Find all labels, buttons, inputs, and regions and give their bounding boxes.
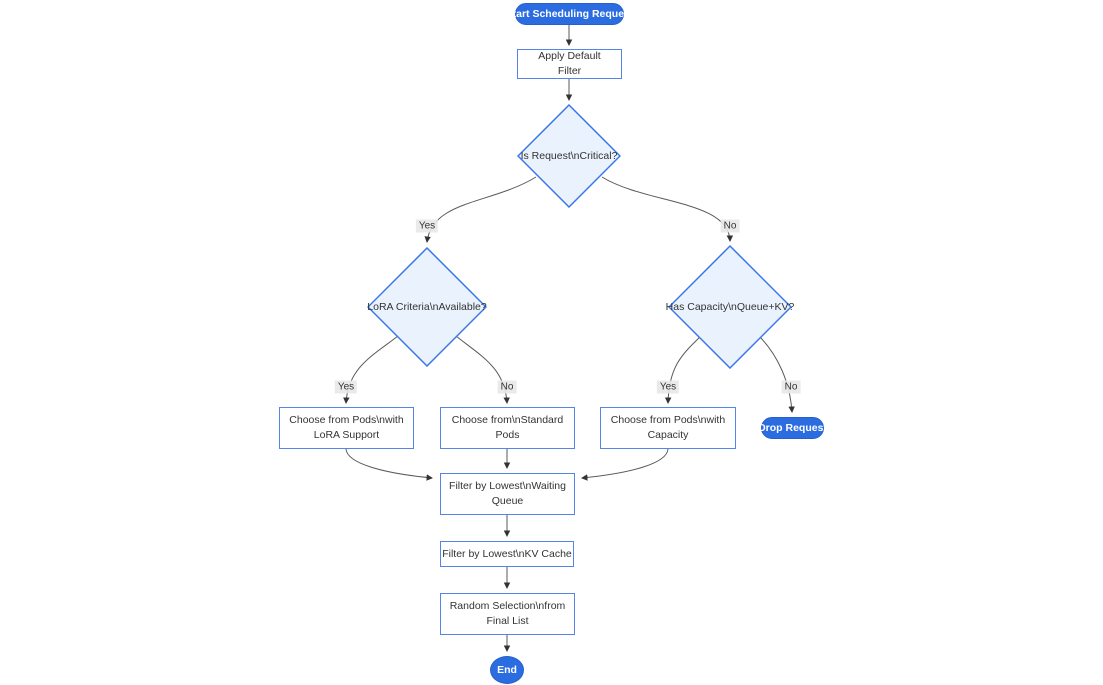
edge-choose-capacity-to-filter-waiting	[581, 448, 669, 481]
diamond-shape	[517, 104, 621, 208]
edge-critical-no-to-capacity	[601, 176, 734, 242]
node-has-capacity-label: Has Capacity\nQueue+KV?	[665, 300, 795, 313]
node-choose-standard-pods: Choose from\nStandard Pods	[440, 407, 575, 449]
node-choose-capacity-pods: Choose from Pods\nwith Capacity	[600, 407, 736, 449]
node-drop-request-label: Drop Request	[758, 421, 827, 434]
diamond-shape	[668, 245, 792, 369]
node-start-label: Start Scheduling Request	[505, 7, 634, 20]
edge-label-lora-no: No	[497, 380, 517, 394]
node-filter-waiting-queue-label: Filter by Lowest\nWaiting Queue	[449, 480, 566, 507]
node-random-selection-label: Random Selection\nfrom Final List	[449, 600, 566, 627]
node-random-selection: Random Selection\nfrom Final List	[440, 593, 575, 635]
edge-label-critical-yes: Yes	[415, 219, 439, 233]
node-is-request-critical-label: Is Request\nCritical?	[520, 149, 618, 162]
node-end: End	[490, 656, 524, 684]
node-choose-standard-pods-label: Choose from\nStandard Pods	[451, 414, 564, 441]
node-choose-lora-pods: Choose from Pods\nwith LoRA Support	[279, 407, 414, 449]
edge-label-capacity-no: No	[781, 380, 801, 394]
node-lora-criteria-available-label: LoRA Criteria\nAvailable?	[367, 300, 487, 313]
edge-label-capacity-yes: Yes	[656, 380, 680, 394]
node-drop-request: Drop Request	[758, 417, 827, 439]
node-choose-lora-pods-label: Choose from Pods\nwith LoRA Support	[289, 414, 404, 441]
diamond-shape	[367, 247, 487, 367]
node-start: Start Scheduling Request	[506, 3, 633, 25]
edge-label-critical-no: No	[720, 219, 740, 233]
node-end-label: End	[497, 663, 517, 676]
node-has-capacity: Has Capacity\nQueue+KV?	[665, 245, 795, 369]
edge-capacity-no-to-drop	[759, 336, 795, 413]
edge-label-lora-yes: Yes	[334, 380, 358, 394]
node-filter-kv-cache-label: Filter by Lowest\nKV Cache	[442, 547, 572, 560]
node-is-request-critical: Is Request\nCritical?	[517, 104, 621, 208]
node-lora-criteria-available: LoRA Criteria\nAvailable?	[367, 247, 487, 367]
node-apply-default-filter: Apply Default Filter	[517, 49, 622, 79]
edge-capacity-yes-to-choose-capacity	[664, 335, 702, 404]
node-choose-capacity-pods-label: Choose from Pods\nwith Capacity	[610, 414, 726, 441]
edge-choose-lora-to-filter-waiting	[345, 448, 433, 481]
node-filter-kv-cache: Filter by Lowest\nKV Cache	[440, 541, 574, 567]
node-apply-default-filter-label: Apply Default Filter	[538, 50, 601, 77]
node-filter-waiting-queue: Filter by Lowest\nWaiting Queue	[440, 473, 575, 515]
